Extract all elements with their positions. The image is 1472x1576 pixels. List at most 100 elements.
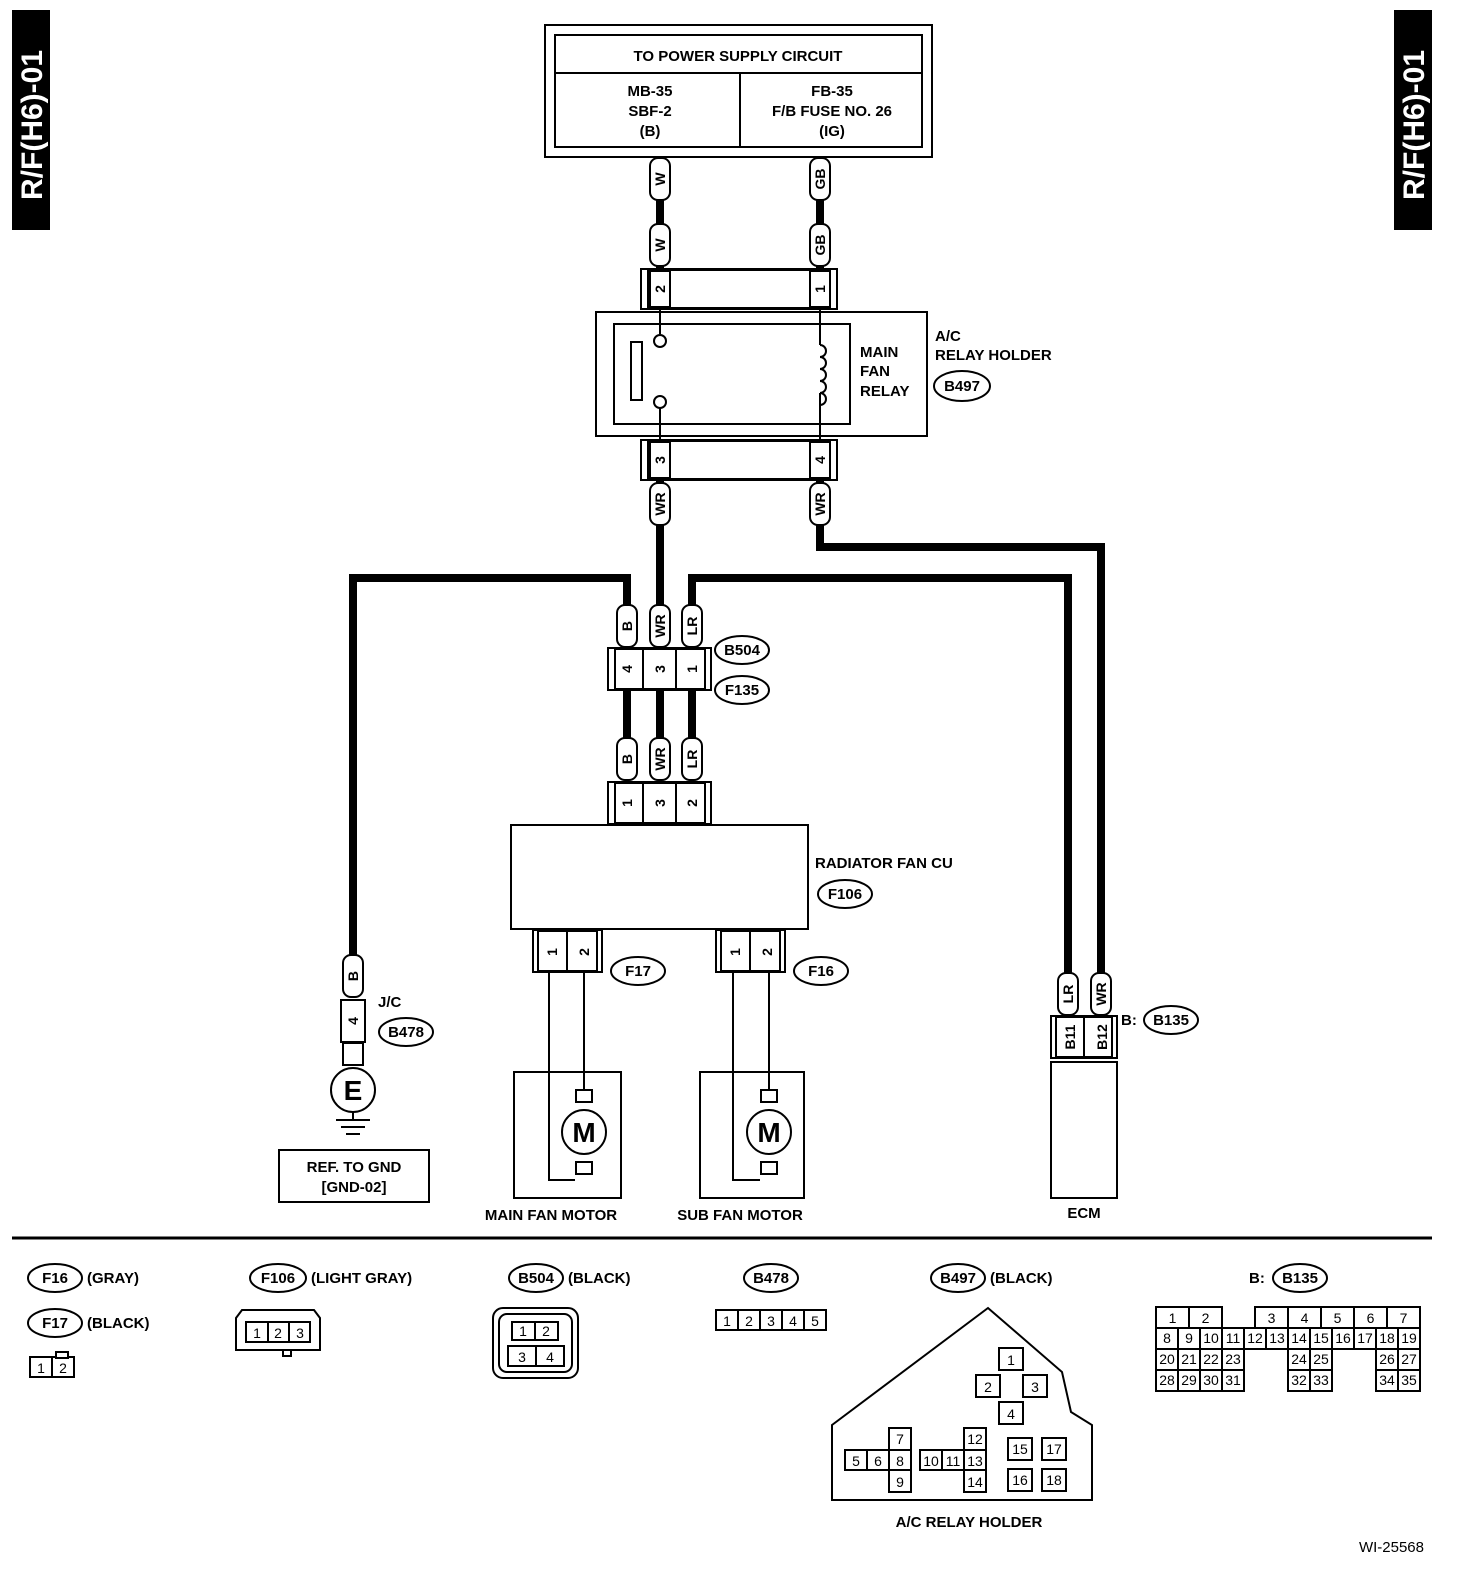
svg-text:B504: B504: [518, 1270, 555, 1287]
b135-pin-cell: [1397, 1369, 1421, 1392]
b135-pin-label: 8: [1163, 1330, 1171, 1346]
svg-text:WR: WR: [652, 614, 668, 637]
svg-text:4: 4: [789, 1313, 797, 1329]
svg-text:10: 10: [923, 1453, 939, 1469]
svg-text:B12: B12: [1094, 1024, 1110, 1050]
svg-text:3: 3: [652, 799, 668, 807]
svg-text:2: 2: [684, 799, 700, 807]
svg-text:18: 18: [1046, 1472, 1062, 1488]
relay-holder-caption: A/C RELAY HOLDER: [896, 1514, 1043, 1531]
svg-text:3: 3: [518, 1349, 526, 1365]
svg-text:8: 8: [896, 1453, 904, 1469]
b135-pin-label: 5: [1334, 1310, 1342, 1326]
b135-pin-label: 26: [1379, 1351, 1395, 1367]
power-supply-right-3: (IG): [819, 123, 845, 140]
b135-pin-label: 34: [1379, 1372, 1395, 1388]
power-supply-box: TO POWER SUPPLY CIRCUIT MB-35 SBF-2 (B) …: [544, 24, 933, 158]
b135-pin-label: 21: [1181, 1351, 1197, 1367]
b135-pin-label: 17: [1357, 1330, 1373, 1346]
main-fan-motor-label: MAIN FAN MOTOR: [485, 1207, 617, 1224]
svg-text:(GRAY): (GRAY): [87, 1270, 139, 1287]
main-motor-symbol: M: [572, 1117, 595, 1148]
b135-pin-label: 32: [1291, 1372, 1307, 1388]
relay-connector-id: B497: [944, 378, 980, 395]
svg-text:2: 2: [274, 1325, 282, 1341]
power-supply-left-3: (B): [640, 123, 661, 140]
svg-text:4: 4: [619, 665, 635, 673]
svg-text:2: 2: [576, 948, 592, 956]
svg-text:1: 1: [253, 1325, 261, 1341]
f16-id: F16: [808, 963, 834, 980]
f16-connector: 1 2 F16: [715, 929, 849, 986]
svg-text:3: 3: [652, 665, 668, 673]
b135-pin-label: 9: [1185, 1330, 1193, 1346]
svg-text:17: 17: [1046, 1441, 1062, 1457]
svg-text:6: 6: [874, 1453, 882, 1469]
svg-text:F16: F16: [42, 1270, 68, 1287]
section-tab-left: R/F(H6)-01: [12, 10, 50, 230]
svg-text:WR: WR: [812, 492, 828, 515]
svg-text:2: 2: [984, 1379, 992, 1395]
legend-f16-f17: F16 (GRAY) F17 (BLACK) 1 2: [27, 1263, 149, 1378]
b135-pin-label: 25: [1313, 1351, 1329, 1367]
legend-b497: B497 (BLACK) 1 2 3 4 5 6 7 8 9 10 11 12 …: [831, 1263, 1093, 1531]
section-tab-right: R/F(H6)-01: [1394, 10, 1432, 230]
relay-name-2: FAN: [860, 363, 890, 380]
wire-tag-wr-relay-4: WR: [809, 482, 831, 526]
svg-text:2: 2: [542, 1323, 550, 1339]
svg-text:B11: B11: [1062, 1024, 1078, 1049]
f106-connector: B WR LR 1 3 2: [607, 737, 712, 825]
power-supply-left-1: MB-35: [627, 83, 672, 100]
legend-b478: B478 1 2 3 4 5: [715, 1263, 827, 1331]
b135-pin-label: 12: [1247, 1330, 1263, 1346]
svg-text:9: 9: [896, 1474, 904, 1490]
ecm-b-prefix: B:: [1121, 1012, 1137, 1029]
svg-text:3: 3: [296, 1325, 304, 1341]
svg-text:LR: LR: [1060, 985, 1076, 1004]
b135-pin-label: 3: [1268, 1310, 1276, 1326]
svg-text:1: 1: [544, 948, 560, 956]
svg-text:3: 3: [767, 1313, 775, 1329]
svg-text:B478: B478: [753, 1270, 789, 1287]
relay-name-3: RELAY: [860, 383, 909, 400]
svg-text:B:: B:: [1249, 1270, 1265, 1287]
svg-text:WR: WR: [652, 492, 668, 515]
svg-text:3: 3: [1031, 1379, 1039, 1395]
sub-fan-motor: M SUB FAN MOTOR: [677, 972, 805, 1224]
wire-tag-gb-top: GB: [809, 157, 831, 201]
svg-text:B: B: [345, 971, 361, 981]
b135-pin-label: 6: [1367, 1310, 1375, 1326]
gnd-ref-2: [GND-02]: [321, 1179, 386, 1196]
svg-text:2: 2: [759, 948, 775, 956]
svg-text:4: 4: [812, 456, 828, 464]
svg-text:LR: LR: [684, 617, 700, 636]
svg-text:B: B: [619, 754, 635, 764]
b478-id: B478: [388, 1024, 424, 1041]
radiator-fan-cu: RADIATOR FAN CU F106: [510, 824, 953, 930]
svg-text:1: 1: [519, 1323, 527, 1339]
svg-text:5: 5: [852, 1453, 860, 1469]
section-tab-left-label: R/F(H6)-01: [16, 50, 49, 200]
svg-text:3: 3: [652, 456, 668, 464]
svg-text:1: 1: [812, 285, 828, 293]
b135-pin-cell: [1221, 1369, 1245, 1392]
svg-text:11: 11: [946, 1453, 961, 1469]
b135-pin-label: 11: [1226, 1330, 1241, 1346]
b135-pin-label: 4: [1301, 1310, 1309, 1326]
f106-id: F106: [828, 886, 862, 903]
relay-holder-1: A/C: [935, 328, 961, 345]
b135-pin-label: 15: [1313, 1330, 1329, 1346]
svg-text:1: 1: [727, 948, 743, 956]
ecm: LR WR B11 B12 B: B135 ECM: [1050, 972, 1199, 1222]
svg-text:1: 1: [37, 1360, 45, 1376]
ecm-label: ECM: [1067, 1205, 1100, 1222]
b135-pin-label: 18: [1379, 1330, 1395, 1346]
svg-text:14: 14: [967, 1474, 983, 1490]
relay-top-connector: 2 1: [640, 268, 838, 310]
svg-text:1: 1: [684, 665, 700, 673]
b135-pin-label: 35: [1401, 1372, 1417, 1388]
power-supply-right-1: FB-35: [811, 83, 853, 100]
